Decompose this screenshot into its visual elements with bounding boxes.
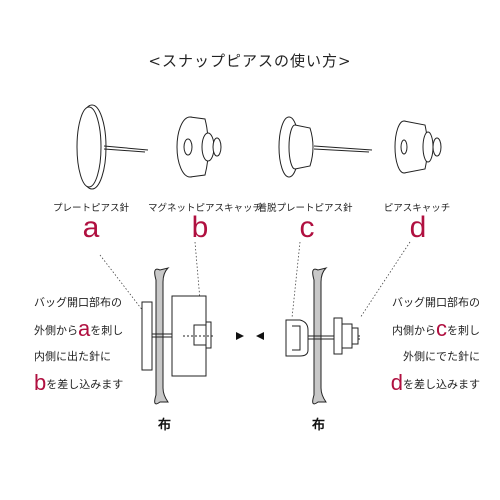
part-label-a: プレートピアス針 bbox=[52, 203, 129, 214]
right-instruction-line4: dを差し込みます bbox=[390, 370, 480, 395]
part-label-c: 着脱プレートピアス針 bbox=[257, 203, 353, 214]
detachable-pin-illustration bbox=[278, 116, 373, 178]
cloth-label-right: 布 bbox=[312, 418, 326, 433]
magnet-catch-illustration bbox=[176, 116, 222, 178]
right-instruction-line1: バッグ開口部布の bbox=[392, 296, 480, 309]
connect-arrows bbox=[236, 332, 264, 340]
part-label-b: マグネットピアスキャッチ bbox=[148, 203, 263, 214]
left-instruction: バッグ開口部布の 外側からaを刺し 内側に出た針に bを差し込みます bbox=[34, 290, 123, 398]
right-instruction-line2: 内側からcを刺し bbox=[392, 316, 480, 341]
left-instruction-line1: バッグ開口部布の bbox=[34, 296, 122, 309]
right-instruction: バッグ開口部布の 内側からcを刺し 外側にでた針に dを差し込みます bbox=[380, 290, 480, 398]
right-fabric bbox=[285, 267, 360, 405]
part-letter-b: b bbox=[191, 211, 209, 244]
right-instruction-line3: 外側にでた針に bbox=[403, 350, 480, 363]
part-label-d: ピアスキャッチ bbox=[383, 203, 451, 214]
left-instruction-line2: 外側からaを刺し bbox=[34, 316, 124, 341]
leader-lines bbox=[99, 241, 411, 321]
part-letter-c: c bbox=[299, 211, 315, 244]
pierce-catch-illustration bbox=[394, 120, 442, 174]
plate-pin-illustration bbox=[76, 104, 149, 190]
left-instruction-line3: 内側に出た針に bbox=[34, 350, 111, 363]
part-letter-d: d bbox=[409, 211, 427, 244]
cloth-label-left: 布 bbox=[158, 418, 172, 433]
left-instruction-line4: bを差し込みます bbox=[34, 370, 124, 395]
page-title: <スナップピアスの使い方> bbox=[148, 52, 352, 70]
part-letter-a: a bbox=[82, 211, 100, 244]
left-fabric bbox=[141, 267, 213, 405]
